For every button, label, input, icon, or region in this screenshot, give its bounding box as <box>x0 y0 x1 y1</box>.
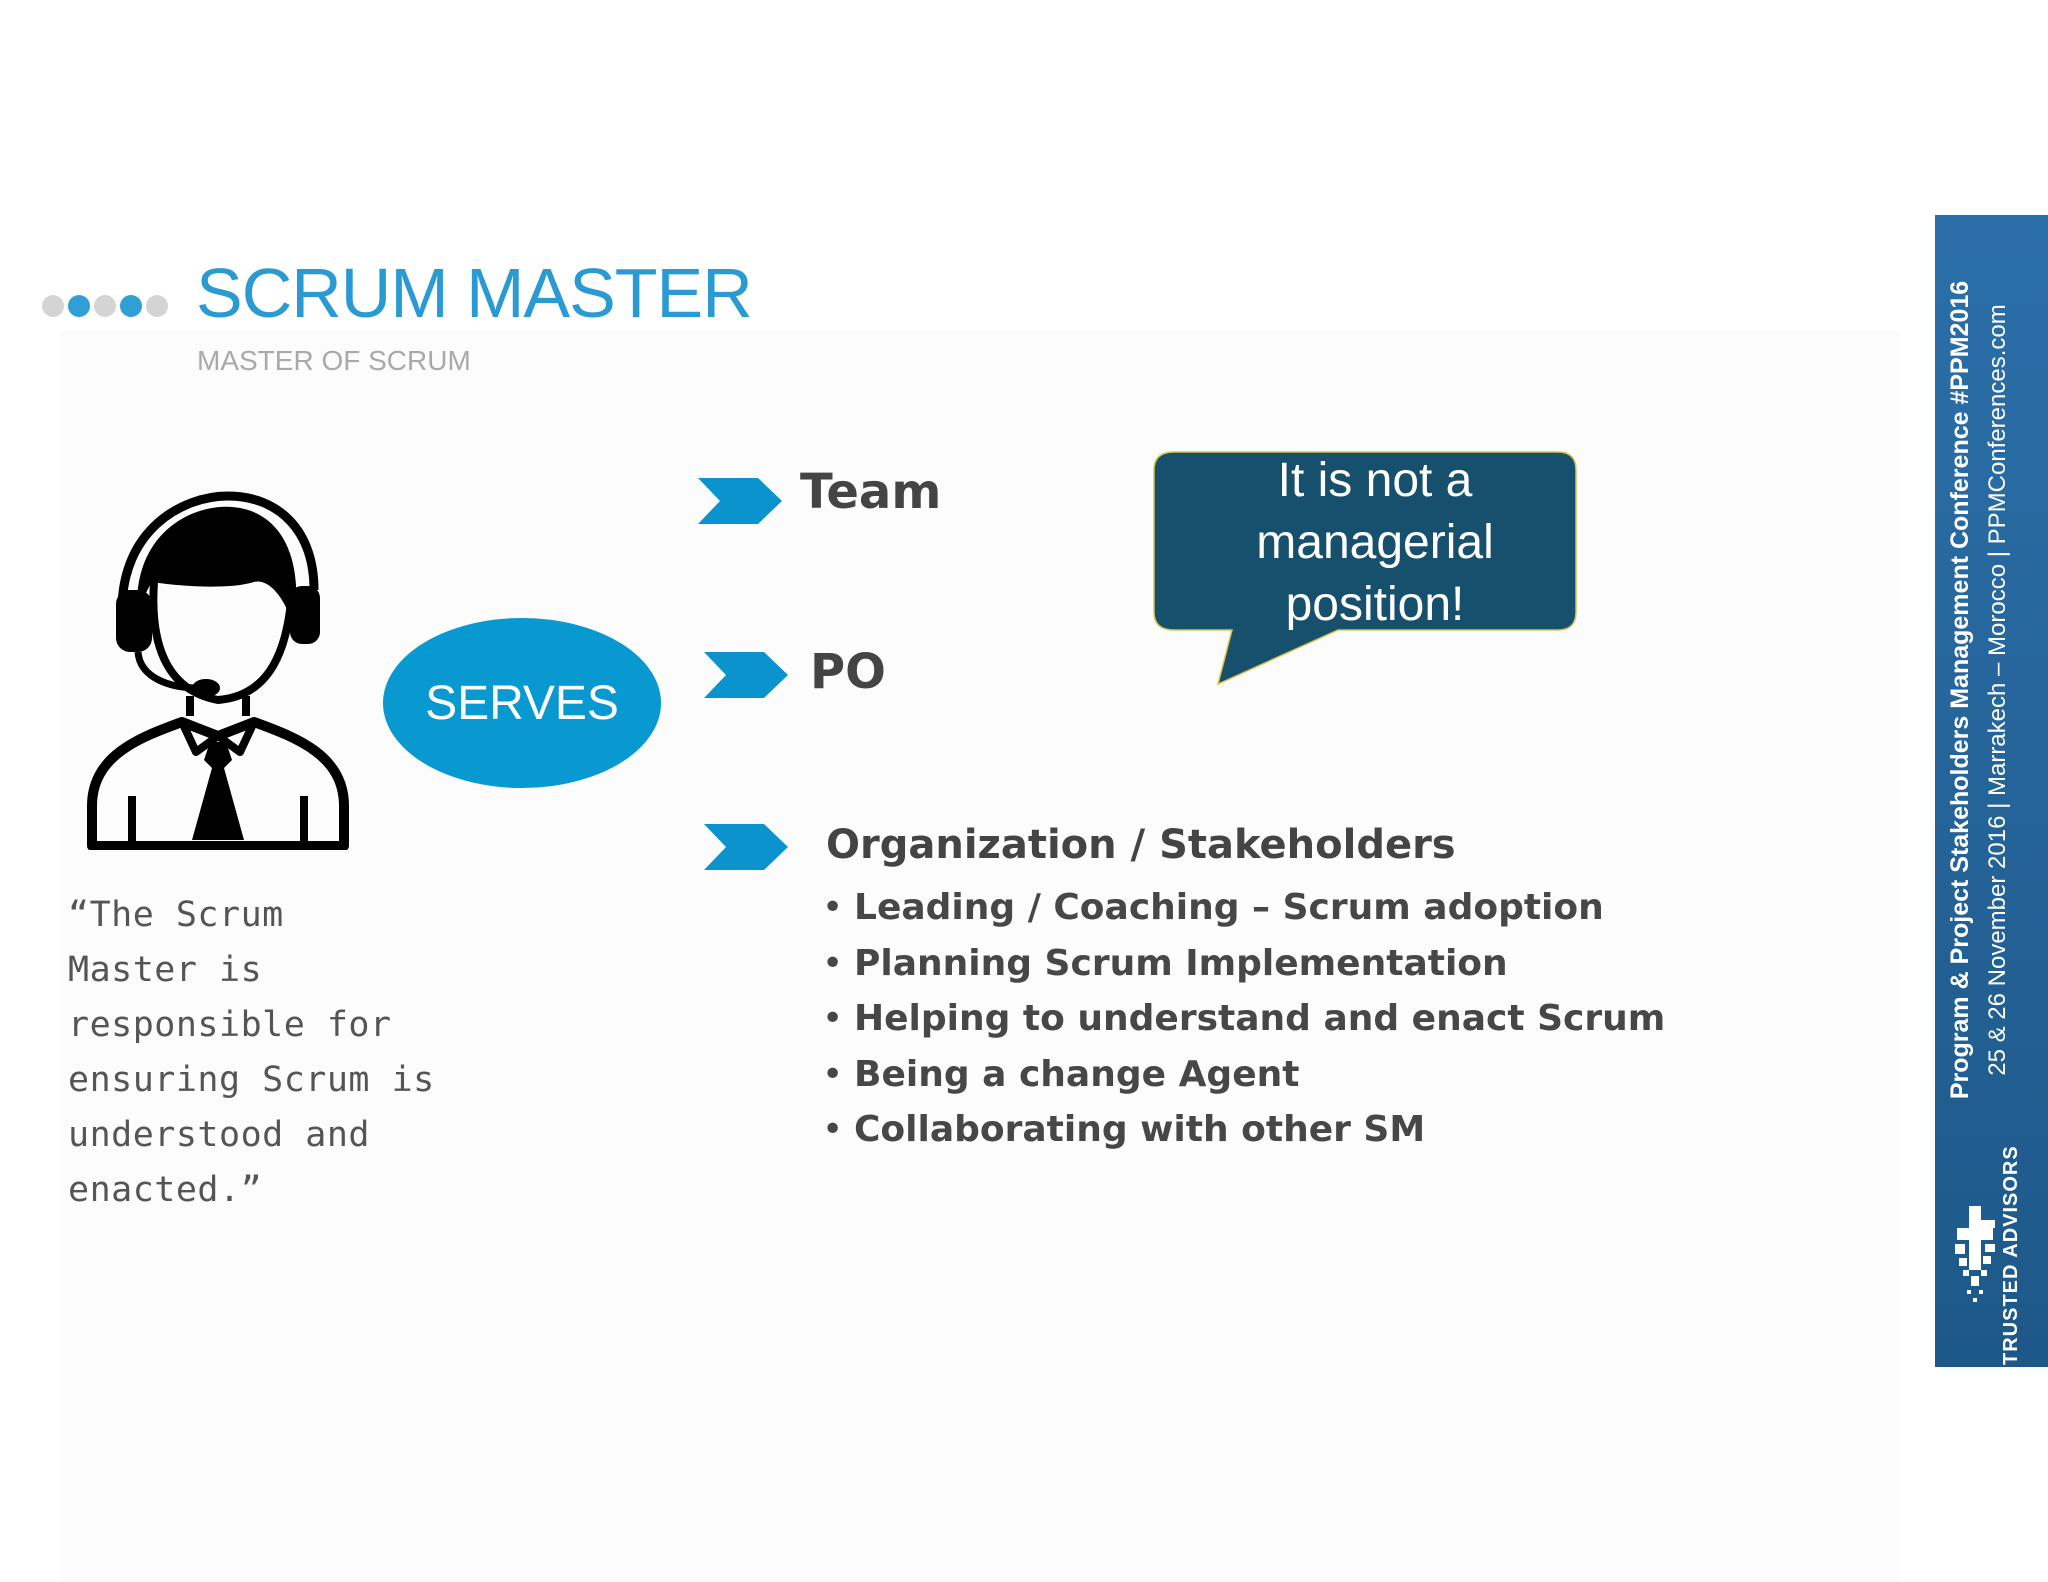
callout-line: managerial <box>1256 516 1494 569</box>
quote-line: enacted.” <box>68 1170 263 1210</box>
bullet-marker: • <box>822 887 844 928</box>
conference-title: Program & Project Stakeholders Managemen… <box>1946 280 1974 1100</box>
bullet-marker: • <box>822 1053 844 1095</box>
list-item: •Being a change Agent <box>822 1047 1665 1103</box>
dot-blue <box>120 295 142 317</box>
dot-grey <box>146 295 168 317</box>
slide-title: SCRUM MASTER <box>196 254 753 332</box>
slide-subtitle: MASTER OF SCRUM <box>197 345 471 376</box>
trusted-advisors-logo-icon <box>1955 1206 1995 1302</box>
target-team: Team <box>800 464 942 520</box>
list-item-text: Being a change Agent <box>854 1053 1300 1095</box>
quote-line: Master is <box>68 950 263 990</box>
quote-line: understood and <box>68 1115 371 1155</box>
dot-grey <box>94 295 116 317</box>
quote-line: “The Scrum <box>68 895 284 935</box>
progress-dots <box>42 295 168 317</box>
serves-ellipse: SERVES <box>383 618 661 788</box>
list-item-text: Planning Scrum Implementation <box>854 942 1508 984</box>
content-background <box>60 330 1900 1582</box>
logo-text: TRUSTED ADVISORS <box>2000 1145 2022 1365</box>
quote-line: responsible for <box>68 1005 392 1045</box>
serves-label: SERVES <box>425 676 619 730</box>
callout-line: position! <box>1285 578 1465 631</box>
quote-text: “The Scrum Master is responsible for ens… <box>68 888 435 1218</box>
callout-line: It is not a <box>1277 454 1473 507</box>
list-item: •Planning Scrum Implementation <box>822 936 1665 992</box>
speech-bubble <box>1153 451 1577 686</box>
list-item-text: Helping to understand and enact Scrum <box>854 998 1666 1039</box>
customer-support-agent-icon <box>87 491 349 850</box>
target-organization: Organization / Stakeholders <box>826 822 1456 868</box>
list-item-text: Leading / Coaching – Scrum adoption <box>854 887 1604 928</box>
list-item: •Helping to understand and enact Scrum <box>822 991 1665 1047</box>
target-po: PO <box>810 644 886 700</box>
chevron-right-icon <box>704 652 788 698</box>
chevron-right-icon <box>704 824 788 870</box>
sidebar-text: Program & Project Stakeholders Managemen… <box>1941 215 2041 1240</box>
bullet-marker: • <box>822 942 844 984</box>
list-item: •Collaborating with other SM <box>822 1102 1665 1158</box>
chevron-right-icon <box>698 478 782 524</box>
bullet-marker: • <box>822 1109 844 1150</box>
bullet-marker: • <box>822 998 844 1039</box>
list-item: •Leading / Coaching – Scrum adoption <box>822 880 1665 936</box>
quote-line: ensuring Scrum is <box>68 1060 435 1100</box>
callout-text: It is not a managerial position! <box>1162 450 1588 636</box>
list-item-text: Collaborating with other SM <box>854 1109 1426 1150</box>
dot-grey <box>42 295 64 317</box>
conference-details: 25 & 26 November 2016 | Marrakech – Moro… <box>1984 304 2011 1076</box>
dot-blue <box>68 295 90 317</box>
conference-sidebar: Program & Project Stakeholders Managemen… <box>1935 215 2048 1367</box>
responsibility-list: •Leading / Coaching – Scrum adoption •Pl… <box>822 880 1665 1158</box>
